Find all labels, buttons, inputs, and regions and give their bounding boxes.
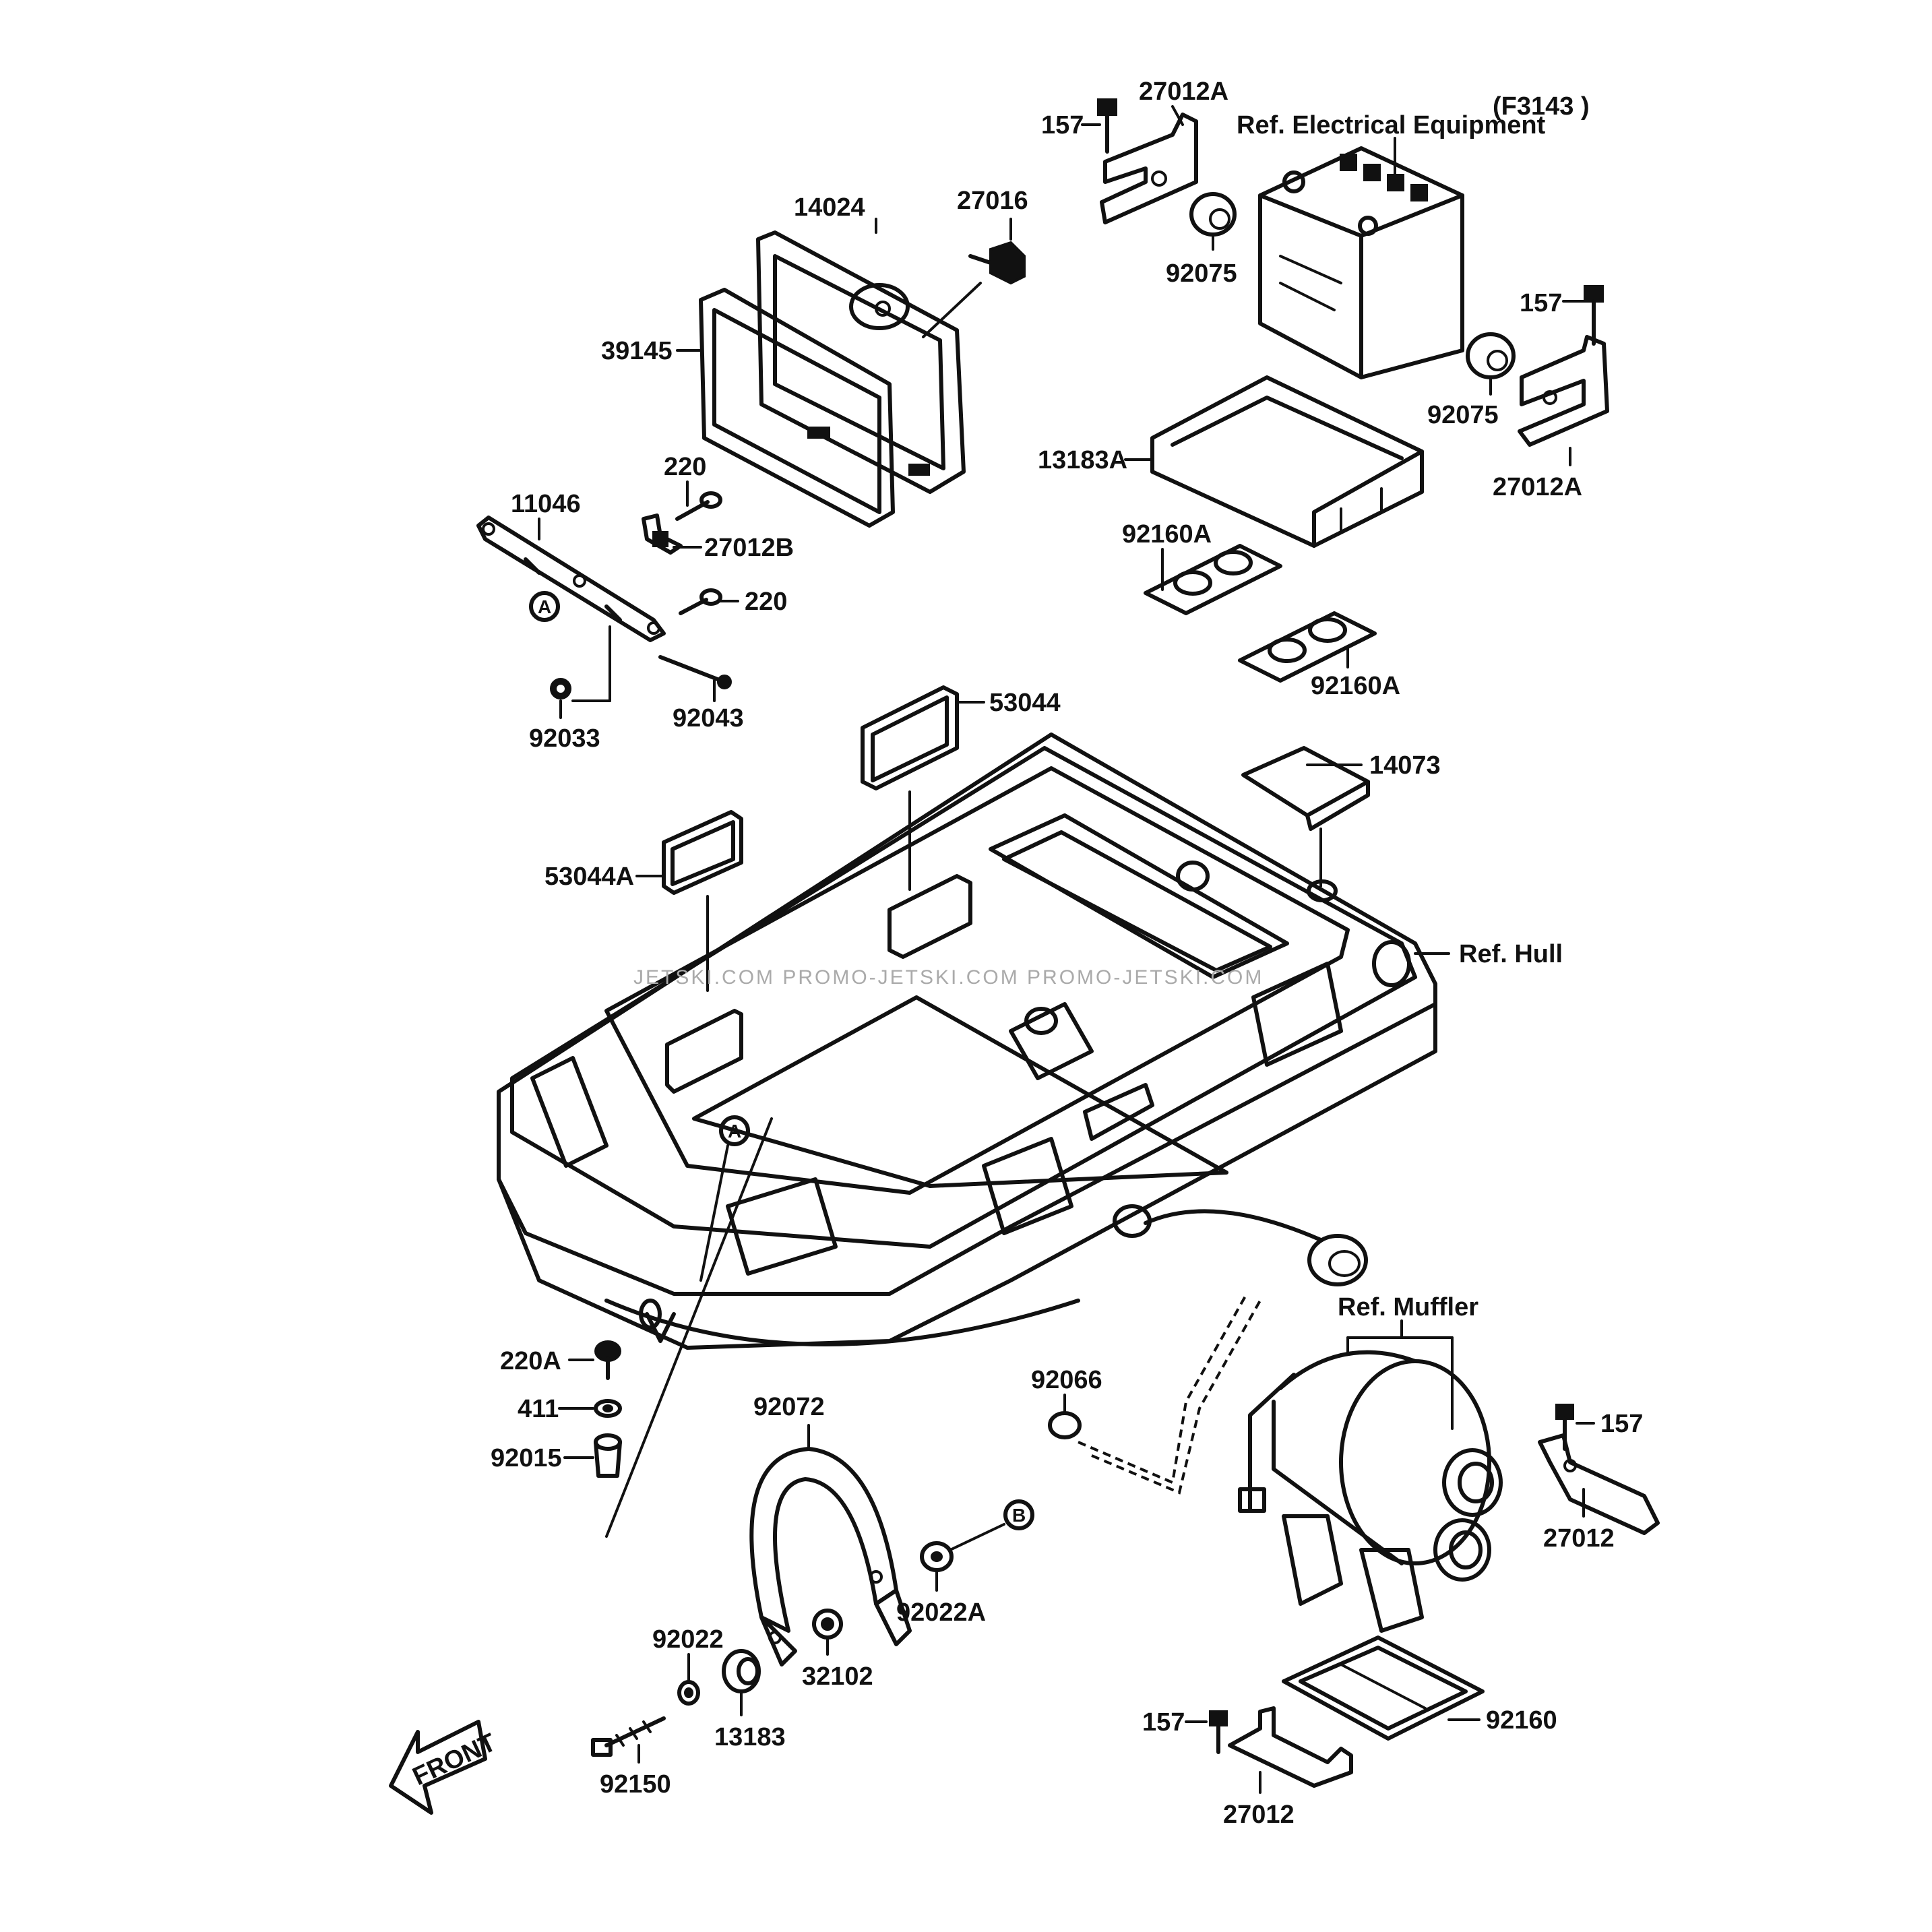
screw-220-upper (675, 491, 722, 521)
label-27012-bottom: 27012 (1223, 1801, 1295, 1829)
label-92022: 92022 (652, 1625, 724, 1654)
bolt-157-muffler (1555, 1404, 1574, 1451)
label-27012-right: 27012 (1543, 1524, 1615, 1553)
gasket-39145 (699, 288, 930, 528)
bolt-157-top (1097, 98, 1117, 154)
svg-text:B: B (1012, 1505, 1026, 1526)
label-92150: 92150 (600, 1770, 671, 1799)
callout-a-top: A (529, 591, 560, 622)
label-ref-muffler: Ref. Muffler (1338, 1293, 1478, 1321)
label-92160a-upper: 92160A (1122, 520, 1212, 549)
bracket-27012a-right (1518, 335, 1609, 447)
grommet-92075-lower (1466, 332, 1516, 379)
pad-92160a-upper (1144, 544, 1282, 615)
front-arrow-icon: FRONT (389, 1720, 500, 1815)
label-ref-electrical: Ref. Electrical Equipment (1237, 111, 1546, 139)
screw-220-lower (679, 588, 722, 615)
collar-13183 (722, 1649, 761, 1693)
svg-text:A: A (728, 1121, 741, 1142)
label-92160: 92160 (1486, 1706, 1557, 1735)
label-27012a-top: 27012A (1139, 77, 1228, 106)
label-11046: 11046 (511, 490, 581, 518)
label-157-right: 157 (1520, 289, 1562, 317)
label-92015: 92015 (491, 1444, 562, 1472)
watermark: JETSKI.COM PROMO-JETSKI.COM PROMO-JETSKI… (633, 966, 1264, 989)
bar-11046 (476, 516, 666, 642)
bracket-27012-right (1538, 1433, 1660, 1535)
label-13183a: 13183A (1038, 446, 1127, 474)
collar-92015 (594, 1433, 622, 1478)
grommet-53044a (662, 810, 743, 895)
label-27016: 27016 (957, 187, 1028, 215)
label-157-muffler: 157 (1600, 1410, 1643, 1438)
label-92072: 92072 (753, 1393, 825, 1421)
label-27012b: 27012B (704, 534, 794, 562)
label-27012a-right: 27012A (1493, 473, 1582, 501)
strap-92072 (749, 1447, 912, 1666)
label-92066: 92066 (1031, 1366, 1102, 1394)
label-220-lower: 220 (745, 588, 787, 616)
bolt-92150 (591, 1716, 666, 1757)
bolt-92043 (658, 655, 732, 689)
label-14024: 14024 (794, 193, 865, 222)
front-label: FRONT (408, 1728, 500, 1791)
label-92075-lower: 92075 (1427, 401, 1499, 429)
label-92022a: 92022A (896, 1598, 986, 1627)
hull (497, 733, 1437, 1350)
label-ref-hull: Ref. Hull (1459, 940, 1563, 968)
hose-92066 (1048, 1204, 1368, 1495)
muffler (1238, 1350, 1503, 1633)
lid-14024 (756, 230, 966, 494)
label-32102: 32102 (802, 1662, 873, 1691)
pad-14073 (1241, 746, 1370, 831)
washer-411 (594, 1399, 622, 1418)
label-157-top: 157 (1041, 111, 1084, 139)
washer-92022a (920, 1541, 954, 1572)
label-220a: 220A (500, 1347, 561, 1375)
grommet-92075-upper (1189, 192, 1237, 237)
label-39145: 39145 (601, 337, 673, 365)
callout-b: B (1003, 1499, 1034, 1530)
svg-text:A: A (538, 596, 551, 617)
battery-tray-13183a (1150, 375, 1424, 548)
label-14073: 14073 (1369, 751, 1441, 780)
nut-92033 (550, 678, 571, 699)
latch-27016 (968, 241, 1026, 285)
label-220-upper: 220 (664, 453, 706, 481)
grommet-53044 (861, 685, 959, 790)
screw-220a (594, 1340, 621, 1380)
pad-92160 (1282, 1635, 1485, 1741)
label-411: 411 (518, 1395, 559, 1423)
label-13183: 13183 (714, 1723, 786, 1751)
pad-92160a-lower (1238, 611, 1377, 683)
battery (1258, 146, 1464, 379)
label-92160a-lower: 92160A (1311, 672, 1400, 700)
label-53044: 53044 (989, 689, 1061, 717)
nut-32102 (812, 1609, 843, 1640)
label-92043: 92043 (673, 704, 744, 733)
label-157-bottom: 157 (1142, 1708, 1185, 1737)
bracket-27012a-top (1100, 113, 1198, 224)
label-53044a: 53044A (544, 863, 634, 891)
bolt-157-bottom (1209, 1710, 1228, 1754)
callout-a-hull: A (719, 1115, 750, 1146)
figure-code: (F3143 ) (1493, 92, 1590, 121)
label-92033: 92033 (529, 724, 600, 753)
bolt-157-right (1584, 285, 1604, 346)
label-92075-upper: 92075 (1166, 259, 1237, 288)
bracket-27012-bottom (1228, 1706, 1353, 1788)
washer-92022 (677, 1680, 700, 1706)
